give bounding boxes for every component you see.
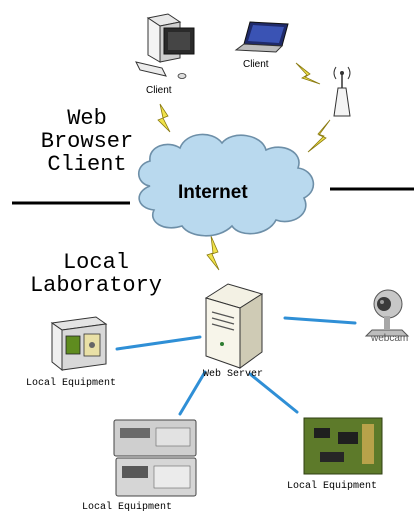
instrument-bottom-keys: [153, 465, 191, 489]
equipment-right-icon: [303, 417, 383, 475]
link-to-equipment-right: [248, 372, 299, 414]
tower-wave-right: [347, 66, 351, 80]
wireless-tower-icon: [333, 66, 351, 117]
server-drive-1: [211, 311, 235, 319]
equipment-left-display: [65, 335, 81, 355]
equipment-right-label: Local Equipment: [287, 481, 378, 492]
server-icon: [204, 283, 264, 369]
instrument-bottom-display: [122, 466, 148, 478]
webcam-neck: [384, 316, 390, 330]
server-side: [239, 293, 263, 369]
equipment-left-icon: [50, 316, 108, 372]
link-to-equipment-bottom: [178, 370, 207, 416]
internet-label: Internet: [178, 182, 248, 203]
equipment-left-label: Local Equipment: [26, 378, 117, 389]
server-drive-3: [211, 323, 235, 331]
server-led: [220, 342, 224, 346]
lightning-cloud-to-server: [206, 235, 220, 271]
laptop-base: [234, 43, 284, 53]
webcam-label: webcam: [371, 333, 409, 344]
section-title-local-laboratory: Local Laboratory: [29, 250, 163, 298]
webcam-icon: [364, 289, 410, 337]
desktop-client-label: Client: [146, 85, 172, 96]
circuit-connector: [362, 424, 374, 464]
instrument-top-keys: [155, 427, 191, 447]
internet-cloud: [137, 133, 315, 237]
equipment-bottom-label: Local Equipment: [82, 502, 173, 513]
cloud-shape: [137, 133, 315, 237]
equipment-left-knob: [89, 342, 95, 348]
section-title-web-browser-client: Web Browser Client: [40, 106, 134, 177]
laptop-icon: [234, 21, 289, 53]
equipment-left-front: [51, 322, 63, 372]
lightning-laptop-to-tower: [295, 62, 321, 85]
server-links: [115, 316, 357, 416]
server-drive-2: [211, 317, 235, 325]
desktop-mouse: [177, 73, 187, 79]
desktop-screen: [168, 32, 190, 50]
lightning-desktop-to-cloud: [157, 103, 171, 133]
desktop-cpu-front: [147, 17, 161, 63]
link-to-webcam: [283, 316, 357, 325]
desktop-computer-icon: [135, 13, 195, 79]
webcam-lens: [377, 297, 391, 311]
web-server-label: Web Server: [203, 369, 264, 380]
lightning-tower-to-cloud: [307, 119, 331, 153]
tower-body: [333, 87, 351, 117]
desktop-keyboard: [135, 61, 167, 77]
wireless-links: [157, 62, 331, 271]
server-front: [205, 297, 241, 369]
tower-wave-left: [333, 66, 337, 80]
link-to-equipment-left: [115, 335, 202, 351]
laptop-client-label: Client: [243, 59, 269, 70]
equipment-bottom-icon: [113, 419, 197, 497]
circuit-chip-2: [338, 432, 358, 444]
instrument-top-display: [120, 428, 150, 438]
circuit-chip-1: [314, 428, 330, 438]
webcam-stand: [364, 329, 410, 337]
webcam-lens-glint: [380, 300, 384, 304]
laptop-screen: [248, 25, 284, 43]
tower-tip: [340, 71, 344, 75]
circuit-chip-3: [320, 452, 344, 462]
